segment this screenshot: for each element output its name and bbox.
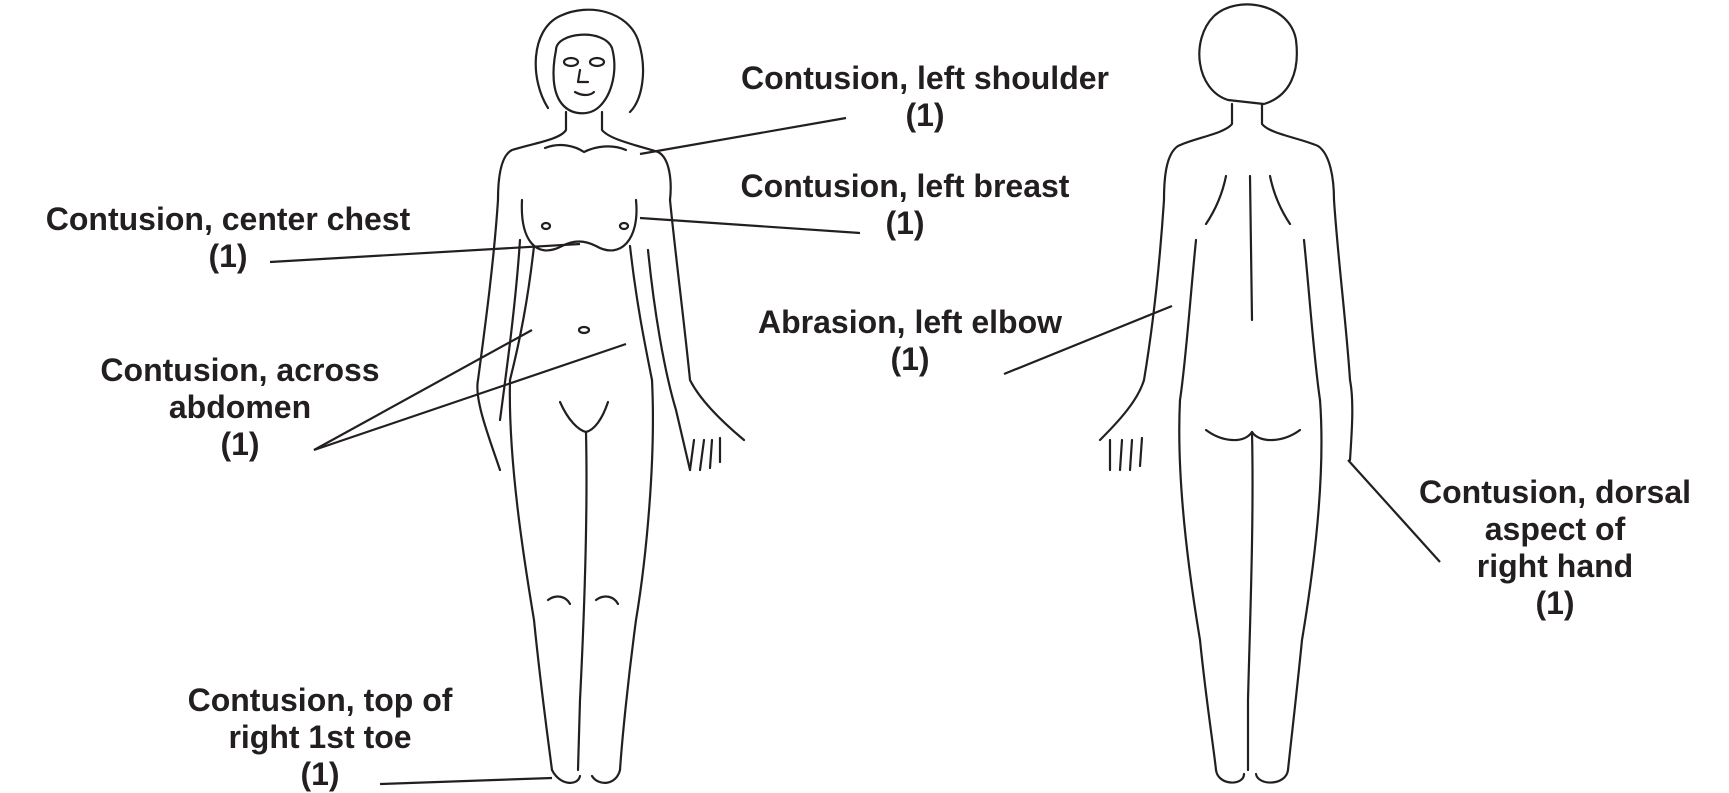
back-left-leg-outer	[1288, 400, 1321, 770]
back-left-arm	[1334, 200, 1352, 460]
front-collarbones	[545, 145, 626, 152]
back-right-shoulder	[1164, 104, 1232, 200]
front-figure	[477, 10, 744, 783]
front-nose	[578, 70, 588, 82]
back-inner-legs	[1248, 432, 1253, 770]
front-pelvis	[560, 402, 608, 432]
back-head	[1199, 4, 1297, 104]
label-left-breast: Contusion, left breast(1)	[705, 168, 1105, 242]
label-left-shoulder: Contusion, left shoulder(1)	[705, 60, 1145, 134]
front-knees	[548, 597, 618, 604]
back-waist	[1180, 240, 1320, 400]
back-feet	[1216, 770, 1288, 783]
back-right-leg-outer	[1179, 400, 1216, 770]
back-spine	[1250, 176, 1252, 320]
front-right-leg-outer	[510, 380, 552, 770]
front-nipple-left	[620, 223, 628, 229]
front-left-fingers	[690, 438, 720, 470]
front-left-arm-inner	[648, 250, 690, 470]
back-right-arm	[1100, 200, 1164, 440]
front-eye-left	[590, 58, 604, 66]
label-center-chest: Contusion, center chest(1)	[8, 201, 448, 275]
front-navel	[579, 327, 589, 333]
back-shoulder-blades	[1206, 176, 1290, 224]
front-mouth	[575, 92, 594, 95]
front-right-shoulder	[498, 112, 566, 200]
front-feet	[552, 770, 620, 783]
front-eye-right	[564, 58, 578, 66]
front-nipple-right	[542, 223, 550, 229]
front-inner-legs	[578, 432, 587, 770]
back-right-fingers	[1110, 438, 1142, 470]
front-left-shoulder	[602, 112, 671, 200]
label-left-elbow: Abrasion, left elbow(1)	[720, 304, 1100, 378]
front-face	[554, 35, 615, 114]
front-right-arm	[477, 200, 500, 470]
front-left-leg-outer	[620, 380, 653, 770]
